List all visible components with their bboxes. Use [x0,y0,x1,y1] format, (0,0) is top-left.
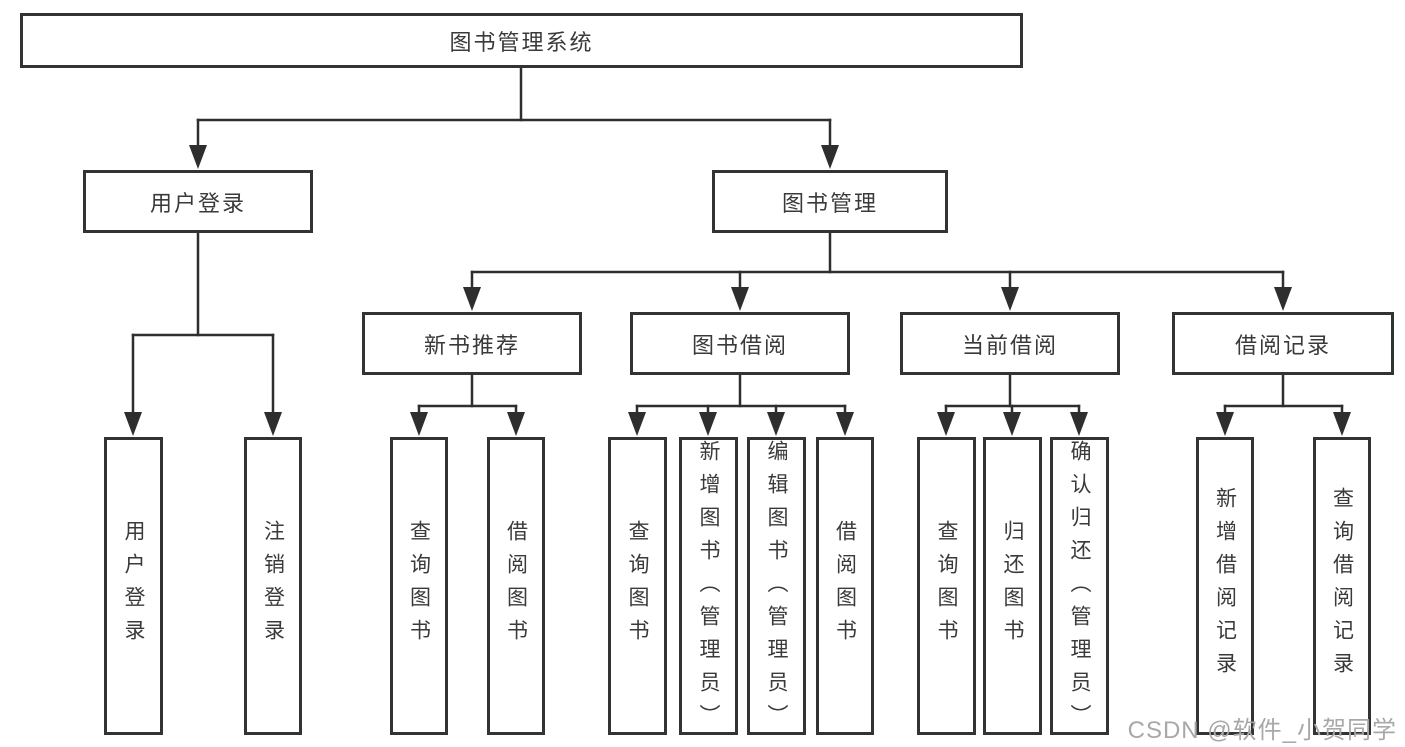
node-book-management-branch: 图书管理 [712,170,948,233]
leaf-user-login-label: 用户登录 [122,520,145,652]
node-borrowing-records: 借阅记录 [1172,312,1394,375]
node-library-system-label: 图书管理系统 [449,29,594,55]
node-library-system-root: 图书管理系统 [20,13,1023,68]
node-book-management-label: 图书管理 [781,190,878,216]
leaf-edit-books-admin: 编辑图书（管理员） [747,437,806,737]
node-user-login-branch: 用户登录 [83,170,313,233]
leaf-query-books-borrowing: 查询图书 [608,437,667,735]
leaf-borrow-books-borrowing-label: 借阅图书 [833,520,857,652]
leaf-user-login: 用户登录 [104,437,163,735]
leaf-return-books: 归还图书 [983,437,1042,735]
leaf-add-borrow-record-label: 新增借阅记录 [1213,487,1237,685]
leaf-query-books-recommend-label: 查询图书 [407,520,431,652]
node-user-login-label: 用户登录 [149,190,246,216]
node-borrowing-records-label: 借阅记录 [1234,332,1331,358]
node-book-borrowing-label: 图书借阅 [691,332,788,358]
node-current-borrowing-label: 当前借阅 [961,332,1058,358]
leaf-query-books-current-label: 查询图书 [935,520,958,652]
leaf-borrow-books-recommend: 借阅图书 [487,437,545,735]
leaf-query-borrow-record-label: 查询借阅记录 [1330,487,1354,685]
leaf-borrow-books-borrowing: 借阅图书 [816,437,874,735]
leaf-borrow-books-recommend-label: 借阅图书 [504,520,528,652]
node-new-book-recommend-label: 新书推荐 [423,332,520,358]
leaf-confirm-return-admin: 确认归还（管理员） [1050,437,1109,737]
leaf-return-books-label: 归还图书 [1001,520,1024,652]
leaf-add-borrow-record: 新增借阅记录 [1196,437,1254,735]
leaf-add-books-admin-label: 新增图书（管理员） [697,440,720,737]
node-new-book-recommend: 新书推荐 [362,312,582,375]
leaf-edit-books-admin-label: 编辑图书（管理员） [765,440,788,737]
leaf-query-borrow-record: 查询借阅记录 [1313,437,1371,735]
node-book-borrowing: 图书借阅 [630,312,850,375]
watermark-text: CSDN @软件_小贺同学 [1127,717,1397,744]
leaf-logout-label: 注销登录 [261,520,285,652]
leaf-add-books-admin: 新增图书（管理员） [679,437,738,737]
leaf-confirm-return-admin-label: 确认归还（管理员） [1068,440,1091,737]
leaf-logout: 注销登录 [244,437,302,735]
leaf-query-books-current: 查询图书 [917,437,976,735]
leaf-query-books-borrowing-label: 查询图书 [626,520,649,652]
node-current-borrowing: 当前借阅 [900,312,1120,375]
leaf-query-books-recommend: 查询图书 [390,437,448,735]
